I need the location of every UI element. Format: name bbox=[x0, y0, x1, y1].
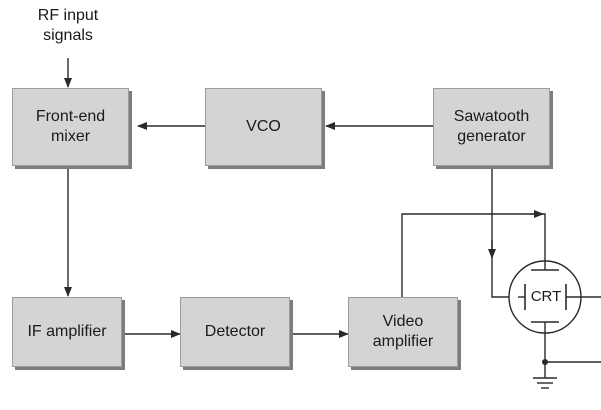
front-end-mixer-block: Front-end mixer bbox=[12, 88, 129, 166]
crt-symbol bbox=[508, 244, 601, 362]
rf-input-label: RF input signals bbox=[37, 7, 99, 44]
if-amplifier-label: IF amplifier bbox=[27, 323, 107, 340]
video-to-crt-line bbox=[401, 213, 546, 297]
if-amplifier-block: IF amplifier bbox=[12, 297, 122, 367]
vco-label: VCO bbox=[246, 118, 281, 135]
vco-block: VCO bbox=[205, 88, 322, 166]
crt-label: CRT bbox=[530, 288, 562, 305]
sawtooth-generator-label: Sawatooth generator bbox=[453, 108, 530, 145]
front-end-mixer-label: Front-end mixer bbox=[35, 108, 106, 145]
video-amplifier-block: Video amplifier bbox=[348, 297, 458, 367]
ground-symbol bbox=[533, 359, 601, 389]
detector-label: Detector bbox=[204, 323, 266, 340]
detector-block: Detector bbox=[180, 297, 290, 367]
sawtooth-generator-block: Sawatooth generator bbox=[433, 88, 550, 166]
video-amplifier-label: Video amplifier bbox=[372, 313, 434, 350]
